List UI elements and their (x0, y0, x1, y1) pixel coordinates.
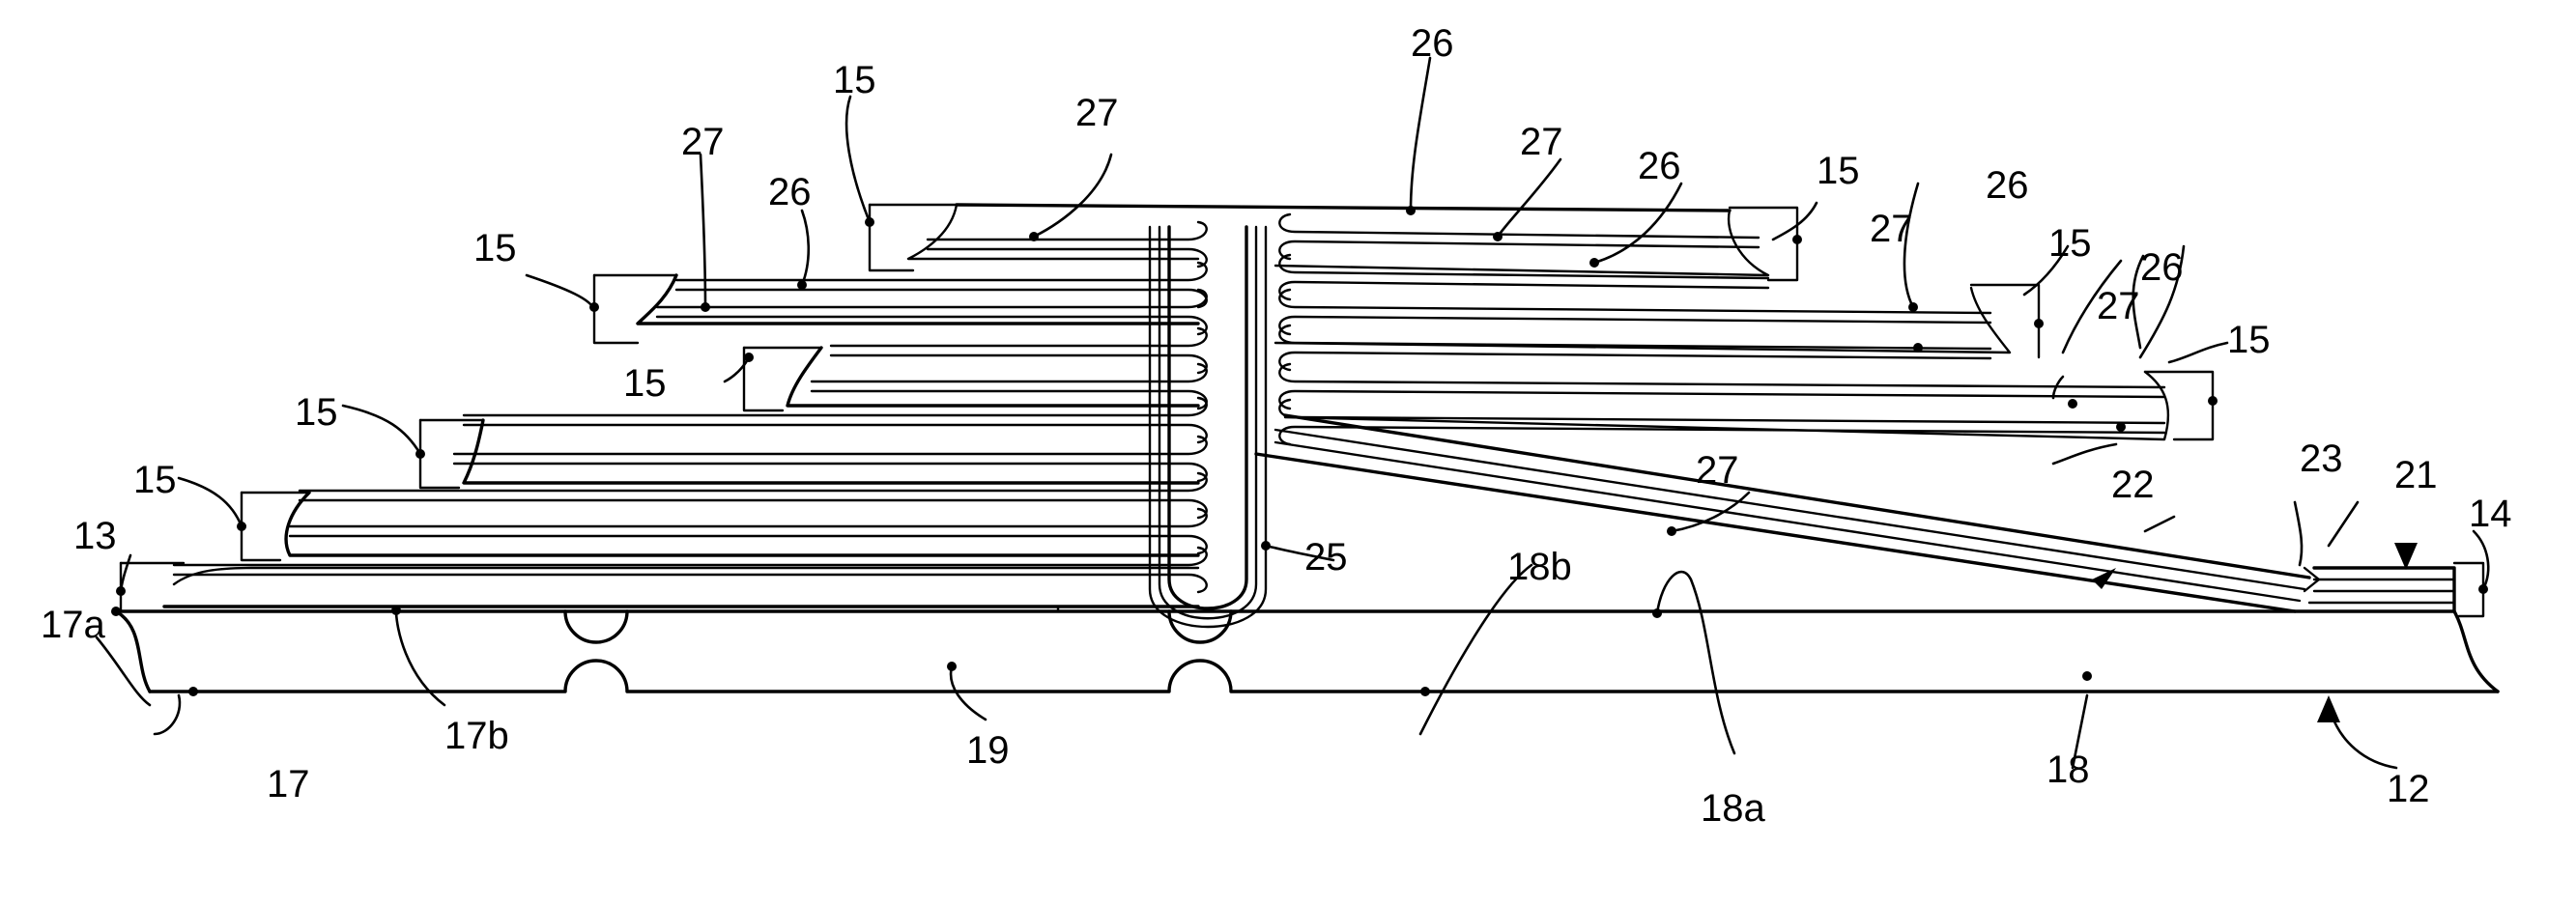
label-18a: 18a (1701, 787, 1765, 830)
arrow-21 (2394, 543, 2418, 570)
left-layer-line (676, 263, 1207, 280)
right-layers (1279, 214, 2164, 444)
label-27-top: 27 (1075, 92, 1119, 134)
leader-dots (111, 206, 2488, 696)
brackets-left (121, 205, 966, 611)
left-layer-line (657, 317, 1207, 334)
arrow-12 (2317, 695, 2340, 722)
right-layer-line (1279, 317, 1990, 334)
label-17b: 17b (444, 715, 509, 757)
label-21: 21 (2394, 454, 2438, 496)
label-15-right: 15 (2048, 222, 2092, 265)
label-26-right: 26 (1986, 164, 2029, 207)
label-26-right-2: 26 (2140, 246, 2184, 289)
label-13: 13 (73, 515, 117, 557)
label-18: 18 (2046, 749, 2090, 791)
label-27-diagonal: 27 (1696, 449, 1739, 492)
label-27-top-right: 27 (1520, 121, 1563, 163)
label-25: 25 (1304, 536, 1348, 579)
label-19: 19 (966, 729, 1010, 772)
left-layer-line (290, 509, 1207, 526)
left-layer-line (464, 425, 1207, 442)
leader-lines (97, 58, 2488, 768)
left-layer-line (928, 222, 1207, 240)
right-layer-line (1279, 214, 1759, 238)
label-27-right-2: 27 (2097, 285, 2140, 327)
right-layer-line (1279, 391, 2164, 409)
label-15-left: 15 (295, 391, 338, 434)
label-15-left-upper: 15 (473, 227, 517, 269)
label-15-far-right: 15 (2227, 319, 2271, 361)
left-layer-line (290, 536, 1207, 553)
label-27-right: 27 (1870, 208, 1913, 250)
right-layer-line (1279, 282, 1768, 299)
diagonal-band-22 (1256, 415, 2309, 611)
right-layer-line (1279, 241, 1759, 259)
label-17a: 17a (41, 604, 105, 646)
right-layer-line (1279, 353, 1990, 370)
left-layer-line (174, 575, 1207, 592)
left-layer-line (676, 290, 1207, 307)
layer-caps (286, 205, 2168, 555)
left-layer-line (812, 364, 1207, 381)
label-17: 17 (267, 763, 310, 805)
brackets-right (1730, 208, 2483, 616)
left-layer-line (454, 437, 1207, 454)
label-15-top-right: 15 (1817, 150, 1860, 192)
label-26-top: 26 (1411, 22, 1454, 65)
label-26-top-right: 26 (1638, 145, 1681, 187)
label-12: 12 (2387, 768, 2430, 810)
left-layer-line (657, 290, 1207, 307)
left-layer-line (300, 500, 1207, 518)
right-layer-line (1279, 290, 1990, 313)
label-23: 23 (2300, 438, 2343, 480)
label-15-left-mid: 15 (623, 362, 667, 405)
base-plate (116, 611, 2498, 692)
left-layer-line (454, 464, 1207, 481)
label-14: 14 (2469, 493, 2512, 535)
label-22: 22 (2111, 464, 2155, 506)
label-27-left: 27 (681, 121, 725, 163)
label-15-top: 15 (833, 59, 876, 101)
right-layer-line (1279, 364, 2164, 387)
label-15-left-low: 15 (133, 459, 177, 501)
label-18b: 18b (1507, 546, 1572, 588)
reference-numerals: 15 27 26 27 26 15 27 26 15 15 15 15 13 2… (41, 22, 2512, 830)
label-26-left: 26 (768, 171, 812, 213)
